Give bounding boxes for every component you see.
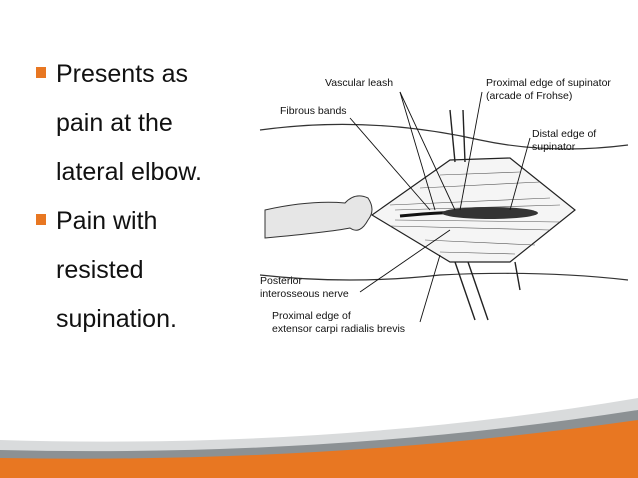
bullet-text-line: Presents as (56, 60, 189, 88)
bullet-text-line: resisted (56, 256, 144, 284)
bullet-item-presents: Presents as pain at the lateral elbow. (36, 50, 246, 197)
bullet-text-line: lateral elbow. (56, 158, 202, 186)
bullet-text-line: pain at the (56, 109, 173, 137)
label-distal-supinator: Distal edge of (532, 128, 596, 140)
label-interosseous-nerve: interosseous nerve (260, 288, 349, 300)
label-posterior: Posterior (260, 275, 303, 287)
square-bullet-icon (36, 67, 46, 78)
square-bullet-icon (36, 214, 46, 225)
footer-orange-band (0, 420, 638, 478)
label-ecrb: extensor carpi radialis brevis (272, 323, 405, 335)
bullet-text-line: Pain with (56, 207, 158, 235)
label-arcade-frohse: (arcade of Frohse) (486, 90, 572, 102)
footer-swoosh (0, 380, 638, 478)
label-vascular-leash: Vascular leash (325, 77, 393, 89)
supinator-opening (442, 207, 538, 219)
bullet-item-pain: Pain with resisted supination. (36, 197, 246, 344)
arm-contour-top (259, 123, 629, 150)
footer-decoration (0, 398, 638, 478)
retractors (449, 109, 521, 321)
arm-contour-bottom (259, 272, 629, 281)
leader-lines (349, 91, 531, 323)
anatomy-illustration: Vascular leash Fibrous bands Proximal ed… (250, 70, 630, 350)
label-supinator: supinator (532, 141, 576, 153)
label-proximal-supinator: Proximal edge of supinator (486, 77, 611, 89)
label-fibrous-bands: Fibrous bands (280, 105, 347, 117)
humerus-bone (264, 195, 373, 239)
bullet-list: Presents as pain at the lateral elbow. P… (36, 50, 246, 344)
bullet-text-line: supination. (56, 305, 177, 333)
label-proximal-edge: Proximal edge of (272, 310, 351, 322)
elbow-surgical-diagram: Vascular leash Fibrous bands Proximal ed… (259, 77, 629, 335)
